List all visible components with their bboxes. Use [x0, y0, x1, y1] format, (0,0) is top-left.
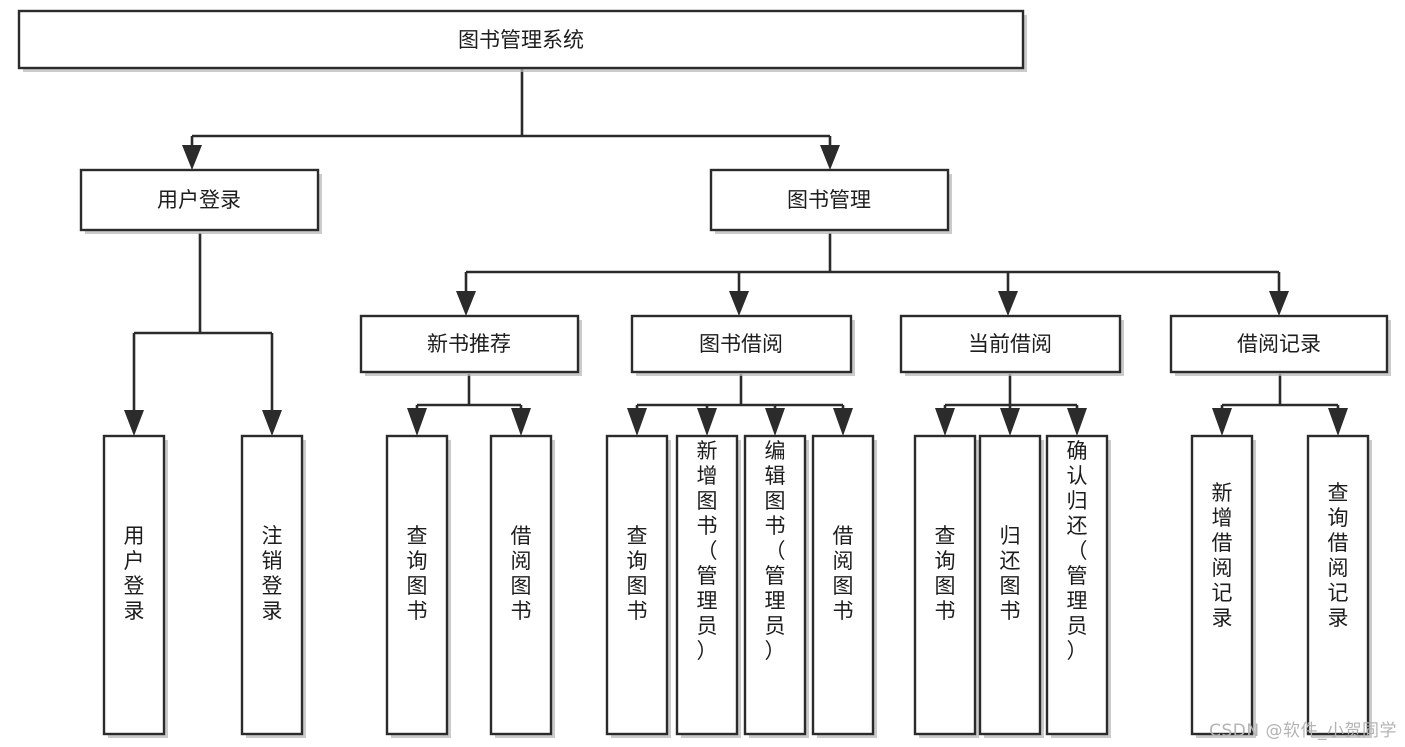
- node-leaf-query-book-1-box: [385, 434, 449, 736]
- node-leaf-add-book-box: [675, 434, 739, 736]
- node-layer: 图书管理系统 用户登录 图书管理 新书推荐: [17, 9, 1391, 738]
- node-root-label: 图书管理系统: [458, 28, 584, 52]
- arrow-head-leaf-confirm-return: [1067, 408, 1087, 436]
- node-leaf-return-book-box: [978, 434, 1042, 736]
- node-user-login[interactable]: 用户登录: [79, 168, 322, 234]
- node-new-book-recommend[interactable]: 新书推荐: [359, 314, 582, 376]
- node-leaf-edit-book[interactable]: 编辑图书（管理员）: [743, 434, 809, 738]
- arrow-head-book-borrow: [729, 291, 749, 316]
- node-user-login-box: [79, 168, 320, 232]
- arrow-head-leaf-query-record: [1328, 408, 1348, 436]
- arrow-head-leaf-borrow-book-2: [833, 408, 853, 436]
- node-leaf-borrow-book-1[interactable]: 借阅图书: [489, 434, 555, 738]
- arrow-head-leaf-add-book: [697, 408, 717, 436]
- node-leaf-query-book-2-box: [605, 434, 669, 736]
- node-leaf-query-book-1[interactable]: 查询图书: [385, 434, 451, 738]
- node-leaf-user-login[interactable]: 用户登录: [102, 434, 168, 738]
- node-book-manage-label: 图书管理: [787, 188, 871, 212]
- arrow-head-leaf-edit-book: [765, 408, 785, 436]
- node-leaf-add-book[interactable]: 新增图书（管理员）: [675, 434, 741, 738]
- node-current-borrow-box: [899, 314, 1122, 374]
- node-borrow-record-box: [1169, 314, 1389, 374]
- node-leaf-query-record-box: [1306, 434, 1370, 736]
- node-leaf-query-book-2[interactable]: 查询图书: [605, 434, 671, 738]
- node-leaf-user-logout[interactable]: 注销登录: [240, 434, 306, 738]
- node-current-borrow[interactable]: 当前借阅: [899, 314, 1124, 376]
- node-leaf-user-logout-label: 注销登录: [262, 524, 283, 623]
- node-new-book-recommend-label: 新书推荐: [427, 332, 511, 356]
- arrow-head-borrow-record: [1269, 291, 1289, 316]
- node-leaf-add-record-box: [1190, 434, 1254, 736]
- node-leaf-query-book-3[interactable]: 查询图书: [913, 434, 979, 738]
- arrow-head-new-book-recommend: [456, 291, 476, 316]
- node-current-borrow-label: 当前借阅: [968, 332, 1052, 356]
- node-root[interactable]: 图书管理系统: [17, 9, 1027, 72]
- node-leaf-add-record[interactable]: 新增借阅记录: [1190, 434, 1256, 738]
- node-borrow-record[interactable]: 借阅记录: [1169, 314, 1391, 376]
- arrow-head-leaf-add-record: [1212, 408, 1232, 436]
- node-new-book-recommend-box: [359, 314, 580, 374]
- node-book-borrow-label: 图书借阅: [699, 332, 783, 356]
- node-leaf-borrow-book-1-box: [489, 434, 553, 736]
- node-leaf-query-book-3-box: [913, 434, 977, 736]
- node-user-login-label: 用户登录: [157, 188, 241, 212]
- csdn-watermark: CSDN @软件_小贺同学: [1209, 721, 1397, 741]
- node-leaf-return-book[interactable]: 归还图书: [978, 434, 1044, 738]
- node-leaf-borrow-book-2-box: [811, 434, 875, 736]
- node-root-box: [17, 9, 1025, 70]
- node-book-manage[interactable]: 图书管理: [709, 168, 952, 234]
- node-leaf-borrow-book-1-label: 借阅图书: [511, 524, 532, 623]
- node-leaf-user-logout-box: [240, 434, 304, 736]
- arrow-head-leaf-return-book: [1000, 408, 1020, 436]
- node-leaf-edit-book-label: 编辑图书（管理员）: [765, 439, 786, 663]
- arrow-head-user-login: [182, 145, 202, 170]
- node-leaf-user-login-label: 用户登录: [124, 524, 145, 623]
- node-leaf-query-book-3-label: 查询图书: [935, 524, 956, 623]
- arrow-head-leaf-query-book-2: [627, 408, 647, 436]
- node-book-manage-box: [709, 168, 950, 232]
- arrow-head-leaf-user-login: [124, 410, 144, 436]
- arrow-head-leaf-query-book-1: [407, 408, 427, 436]
- node-leaf-query-book-1-label: 查询图书: [407, 524, 428, 623]
- node-leaf-add-book-label: 新增图书（管理员）: [697, 439, 718, 663]
- node-book-borrow-box: [630, 314, 853, 374]
- node-leaf-confirm-return[interactable]: 确认归还（管理员）: [1045, 434, 1111, 738]
- arrow-head-book-manage: [820, 145, 840, 170]
- node-leaf-query-record[interactable]: 查询借阅记录: [1306, 434, 1372, 738]
- node-leaf-confirm-return-box: [1045, 434, 1109, 736]
- node-leaf-return-book-label: 归还图书: [1000, 524, 1021, 623]
- node-leaf-edit-book-box: [743, 434, 807, 736]
- node-leaf-query-record-label: 查询借阅记录: [1328, 481, 1349, 630]
- node-leaf-add-record-label: 新增借阅记录: [1212, 481, 1233, 630]
- node-leaf-borrow-book-2[interactable]: 借阅图书: [811, 434, 877, 738]
- arrow-head-current-borrow: [998, 291, 1018, 316]
- node-leaf-confirm-return-label: 确认归还（管理员）: [1067, 439, 1088, 663]
- arrow-head-leaf-borrow-book-1: [511, 408, 531, 436]
- node-book-borrow[interactable]: 图书借阅: [630, 314, 855, 376]
- node-leaf-borrow-book-2-label: 借阅图书: [833, 524, 854, 623]
- node-leaf-query-book-2-label: 查询图书: [627, 524, 648, 623]
- node-leaf-user-login-box: [102, 434, 166, 736]
- arrow-head-leaf-query-book-3: [935, 408, 955, 436]
- arrow-head-leaf-user-logout: [262, 410, 282, 436]
- connector-layer: [124, 69, 1348, 436]
- node-borrow-record-label: 借阅记录: [1237, 332, 1321, 356]
